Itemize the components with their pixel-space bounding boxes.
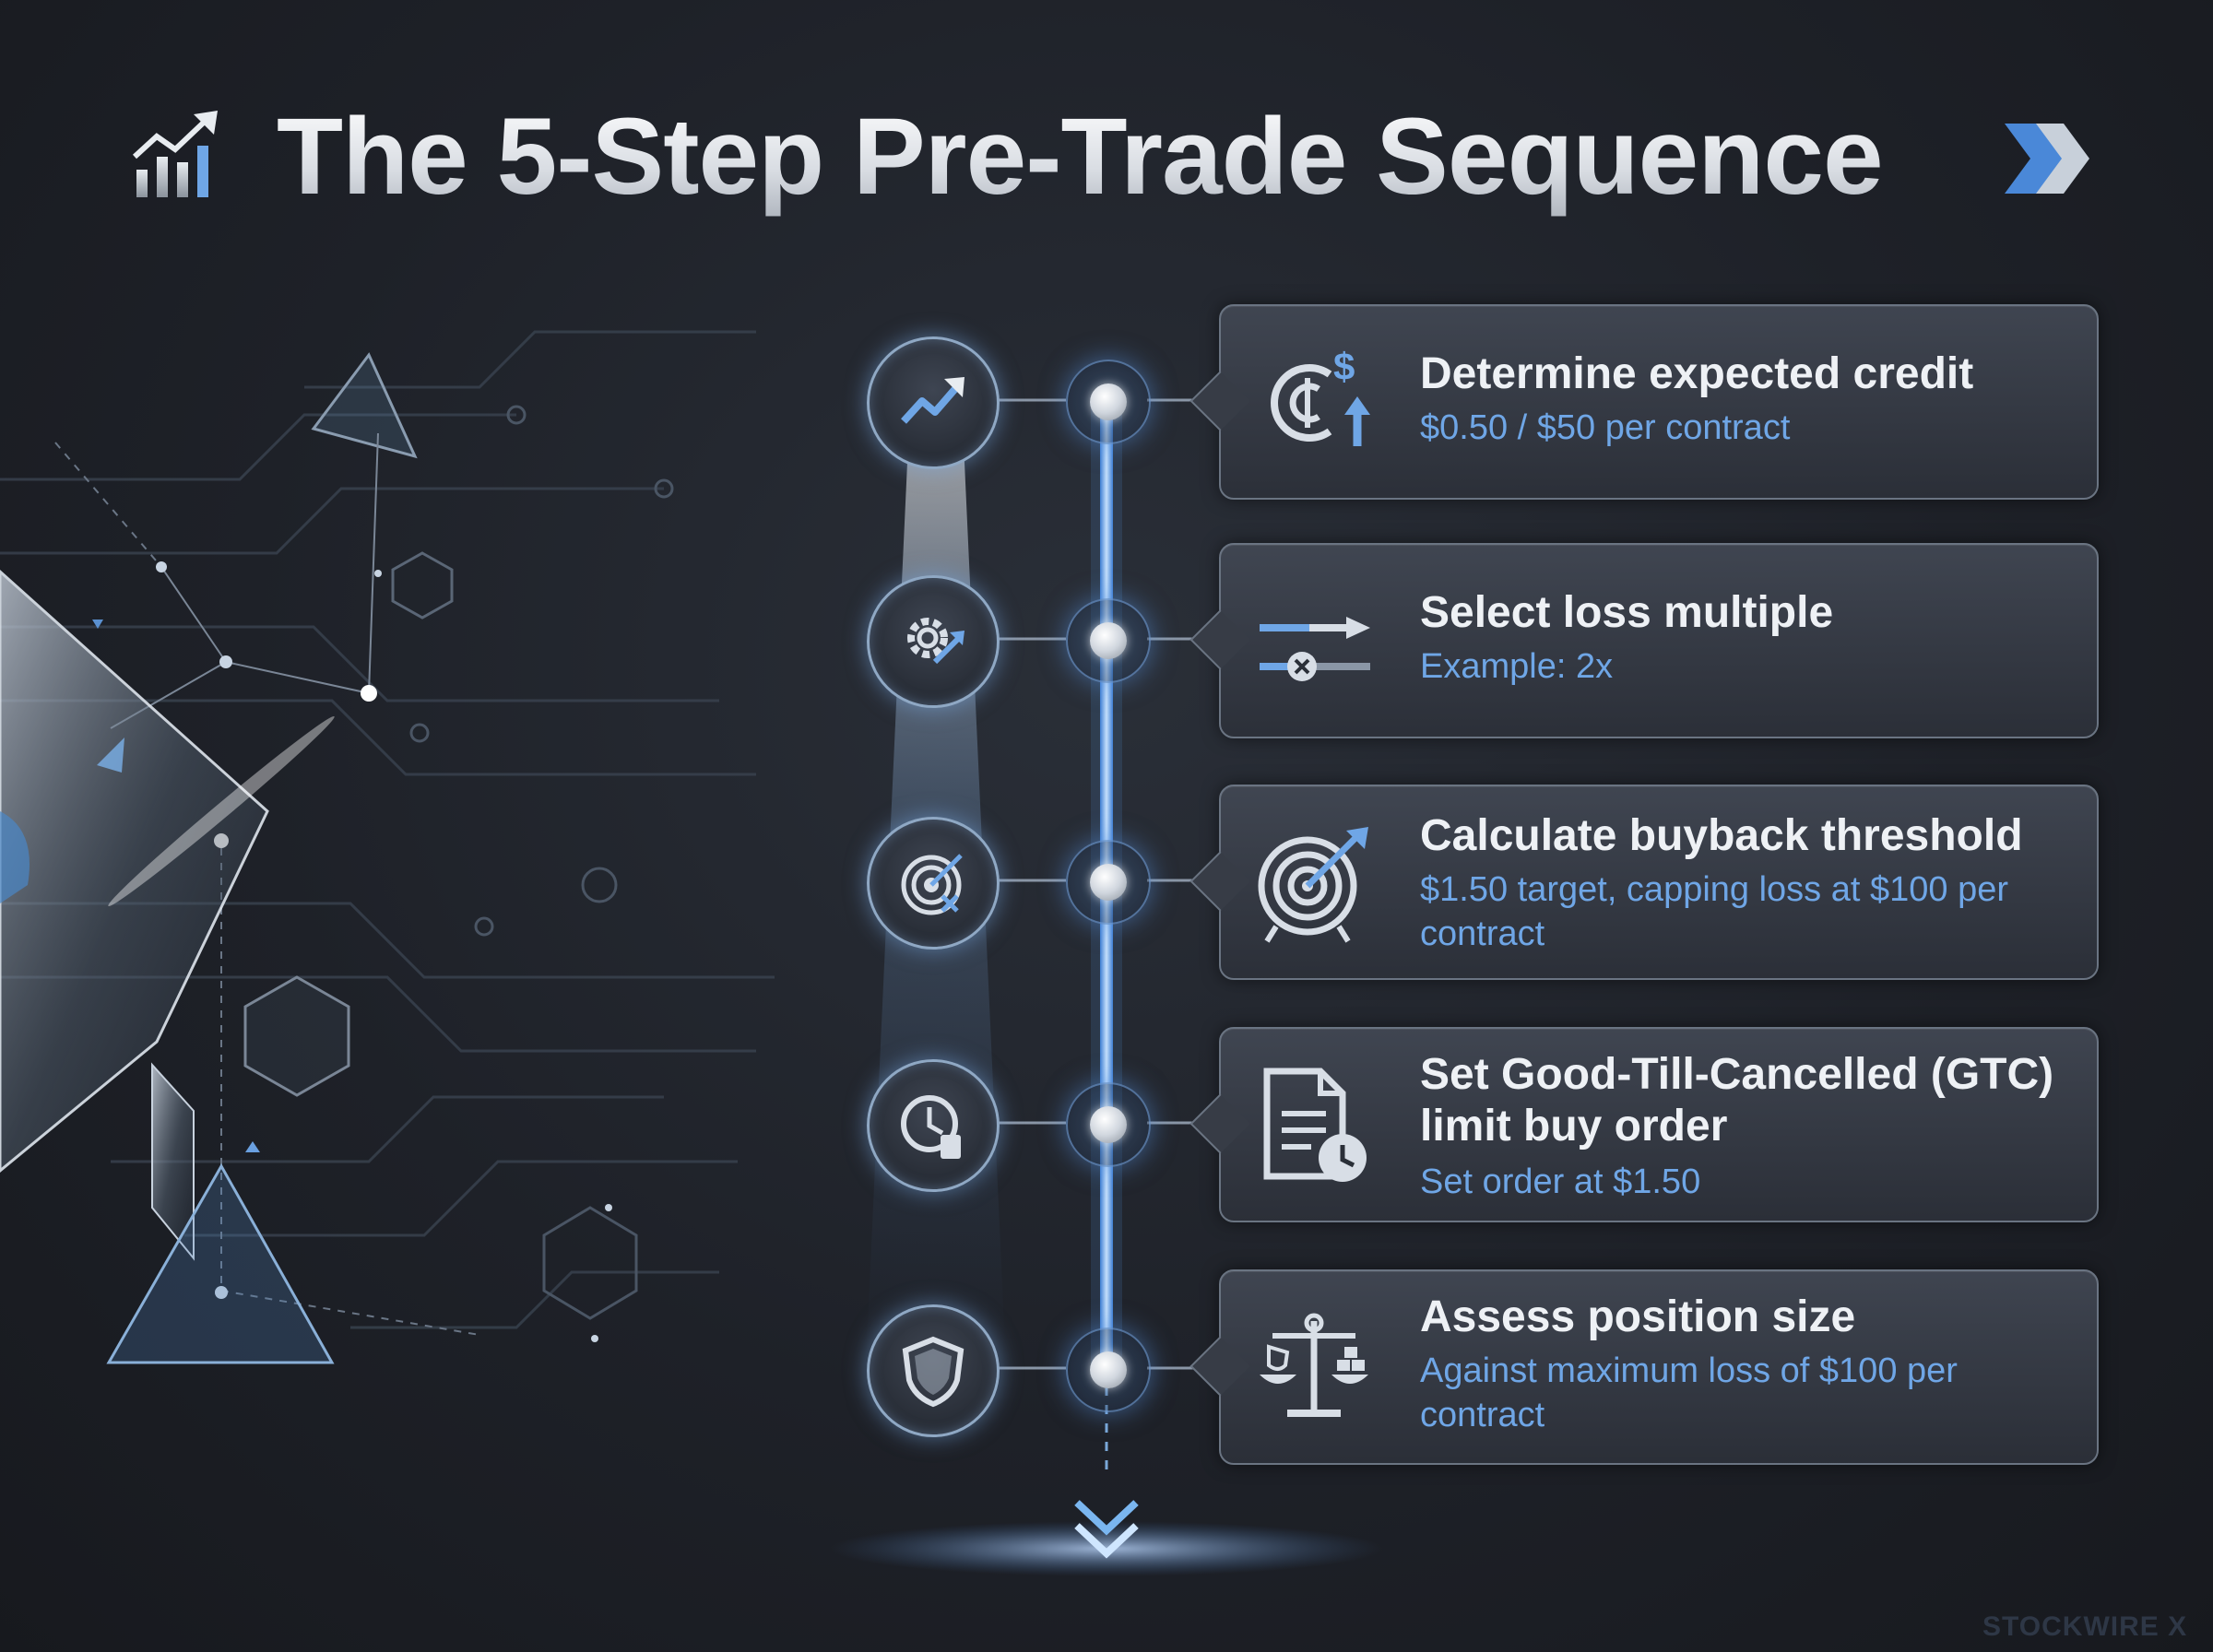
timeline-node-2 — [1066, 598, 1151, 683]
page-title: The 5-Step Pre-Trade Sequence — [277, 92, 1884, 221]
step-5-description: Against maximum loss of $100 per contrac… — [1420, 1351, 1958, 1434]
step-1-title: Determine expected credit — [1420, 349, 1974, 398]
target-icon — [901, 854, 963, 915]
document-clock-icon — [1263, 1068, 1367, 1182]
timeline-node-5 — [1066, 1328, 1151, 1412]
cent-dollar-up-icon: $ — [1271, 345, 1370, 446]
step-4-description: Set order at $1.50 — [1420, 1162, 1701, 1201]
chart-growth-icon — [132, 111, 218, 197]
clock-document-icon — [901, 1095, 961, 1159]
step-5-title: Assess position size — [1420, 1292, 1856, 1341]
step-card-4: Set Good-Till-Cancelled (GTC) limit buy … — [1189, 1027, 2099, 1222]
step-2-circle — [867, 575, 1000, 708]
double-chevron-right-icon — [2005, 124, 2089, 194]
watermark: STOCKWIRE X — [1982, 1611, 2188, 1642]
balance-scale-icon — [1260, 1313, 1368, 1417]
step-1-description: $0.50 / $50 per contract — [1420, 408, 1791, 447]
trend-up-icon — [901, 377, 964, 424]
step-card-1: $ Determine expected credit $0.50 / $50 … — [1189, 304, 2099, 500]
step-card-2: Select loss multiple Example: 2x — [1189, 543, 2099, 738]
timeline-node-4 — [1066, 1082, 1151, 1167]
step-card-3: Calculate buyback threshold $1.50 target… — [1189, 785, 2099, 980]
timeline-node-1 — [1066, 360, 1151, 444]
step-4-circle — [867, 1059, 1000, 1192]
target-arrow-icon — [1258, 827, 1368, 943]
chevron-down-icon — [1074, 1500, 1139, 1559]
step-2-description: Example: 2x — [1420, 647, 1614, 686]
step-3-title: Calculate buyback threshold — [1420, 811, 2023, 860]
step-2-title: Select loss multiple — [1420, 588, 1834, 637]
gear-arrow-icon — [907, 618, 964, 665]
step-3-circle — [867, 817, 1000, 950]
shield-icon — [902, 1336, 964, 1408]
step-1-circle — [867, 336, 1000, 469]
timeline-node-3 — [1066, 840, 1151, 925]
step-5-circle — [867, 1304, 1000, 1437]
step-3-description: $1.50 target, capping loss at $100 per c… — [1420, 870, 2009, 953]
step-4-title: Set Good-Till-Cancelled (GTC) limit buy … — [1420, 1050, 2054, 1150]
slider-arrow-icon — [1260, 617, 1370, 681]
step-card-5: Assess position size Against maximum los… — [1189, 1269, 2099, 1465]
title-row: The 5-Step Pre-Trade Sequence — [129, 92, 2093, 221]
svg-text:$: $ — [1333, 345, 1355, 388]
